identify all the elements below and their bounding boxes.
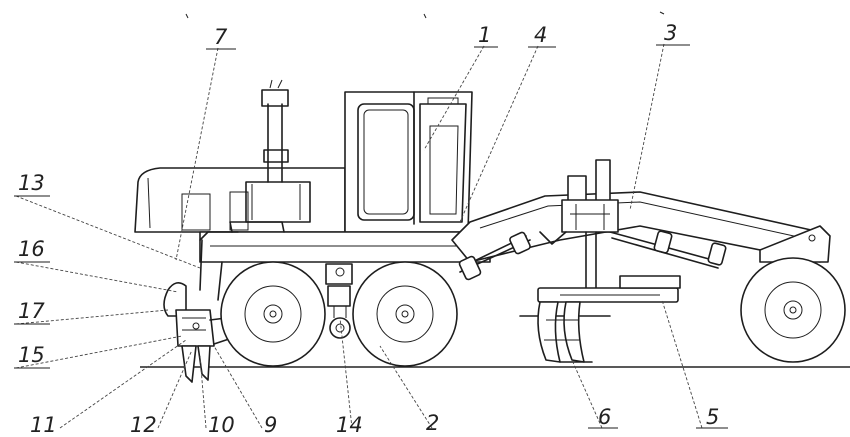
label-underlines [14, 44, 728, 429]
lift-cylinders [458, 230, 727, 281]
label-15: 15 [18, 343, 45, 367]
rear-ripper [163, 231, 239, 383]
tandem-drive [325, 263, 353, 339]
label-17: 17 [18, 299, 45, 323]
label-7: 7 [214, 25, 228, 49]
label-10: 10 [208, 413, 235, 437]
label-14: 14 [336, 413, 363, 437]
label-5: 5 [706, 405, 719, 429]
label-9: 9 [264, 413, 277, 437]
rear-wheel-right [352, 261, 458, 367]
moldboard-blade [519, 275, 681, 363]
label-1: 1 [478, 23, 491, 47]
top-ticks [185, 11, 665, 19]
label-6: 6 [598, 405, 611, 429]
operator-cab [344, 91, 473, 233]
leader-lines [15, 43, 703, 429]
exhaust-stack [261, 79, 289, 183]
front-push-plate [759, 225, 831, 263]
label-4: 4 [534, 23, 547, 47]
label-3: 3 [664, 21, 677, 45]
label-2: 2 [426, 411, 439, 435]
label-11: 11 [30, 413, 57, 437]
label-13: 13 [18, 171, 45, 195]
rear-frame [199, 221, 491, 263]
label-16: 16 [18, 237, 45, 261]
front-wheel [740, 257, 846, 363]
center-column [539, 159, 619, 293]
rear-wheel-left [220, 261, 326, 367]
label-12: 12 [130, 413, 157, 437]
